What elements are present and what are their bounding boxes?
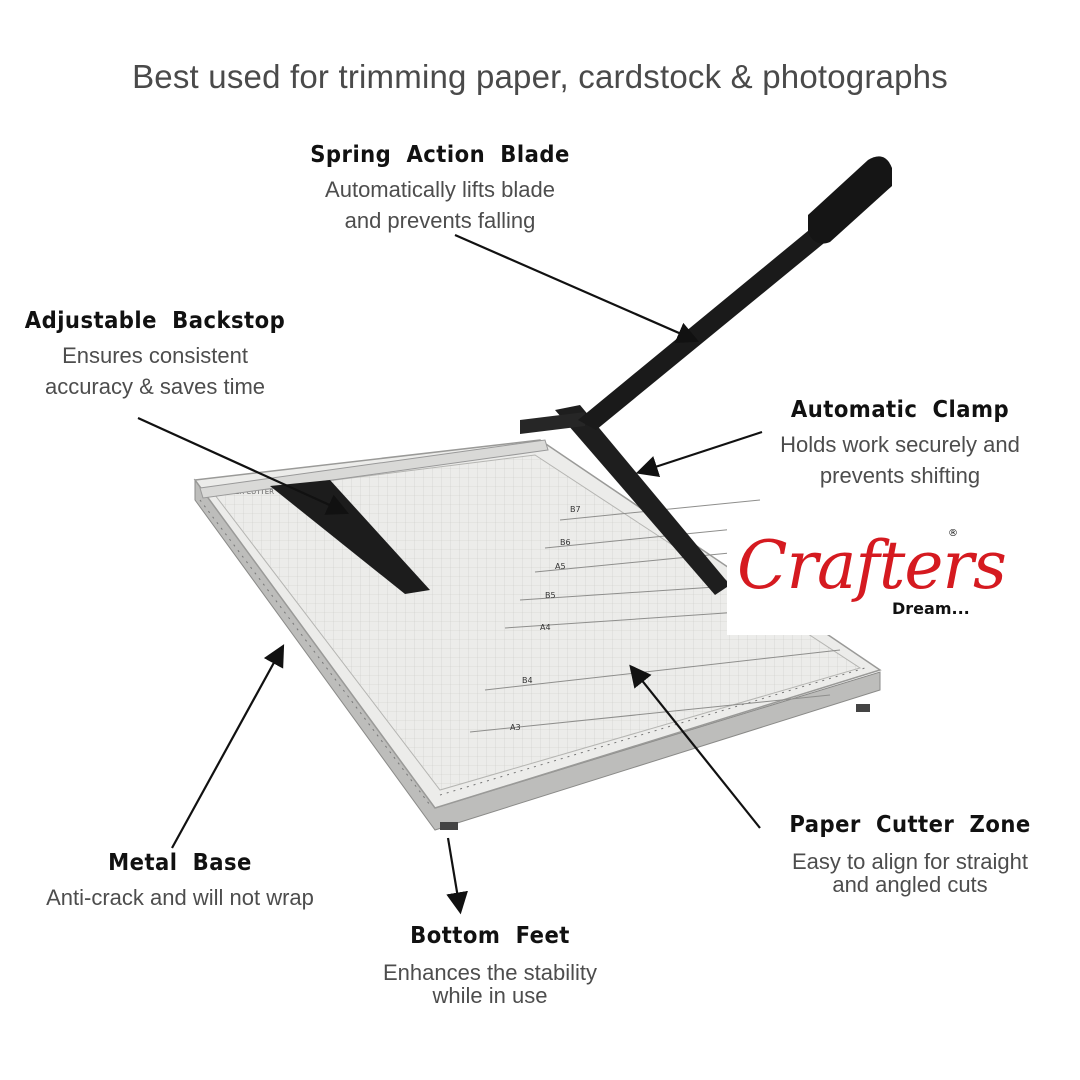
- back-rail: [199, 439, 549, 499]
- callout-paper-cutter-zone: Paper Cutter Zone Easy to align for stra…: [755, 812, 1065, 896]
- headline: Best used for trimming paper, cardstock …: [132, 58, 948, 95]
- desc-line: Automatically lifts blade: [325, 177, 555, 202]
- callout-title: Adjustable Backstop: [24, 308, 286, 334]
- size-label-a3: A3: [510, 723, 521, 732]
- callout-adjustable-backstop: Adjustable Backstop Ensures consistent a…: [10, 308, 300, 402]
- callout-desc: Holds work securely and prevents shiftin…: [745, 429, 1055, 491]
- callout-desc: Automatically lifts blade and prevents f…: [290, 174, 590, 236]
- blade-bar: [555, 405, 730, 595]
- size-label-b7: B7: [570, 505, 581, 514]
- desc-line: while in use: [432, 983, 548, 1008]
- callout-desc: Anti-crack and will not wrap: [10, 882, 350, 913]
- arrow-spring-blade: [454, 233, 700, 344]
- arrow-metal-base: [171, 644, 285, 849]
- callout-title: Bottom Feet: [410, 923, 570, 949]
- callout-title: Automatic Clamp: [790, 397, 1010, 423]
- desc-line: Anti-crack and will not wrap: [46, 885, 314, 910]
- registered-mark: ®: [948, 528, 958, 539]
- backstop: [270, 480, 430, 594]
- desc-line: accuracy & saves time: [44, 374, 266, 399]
- blade-handle-grip: [808, 156, 892, 244]
- desc-line: and angled cuts: [832, 872, 988, 897]
- blade-handle-arm: [578, 198, 862, 430]
- desc-line: Enhances the stability: [382, 960, 598, 985]
- desc-line: Holds work securely and: [780, 432, 1020, 457]
- size-label-b5: B5: [545, 591, 556, 600]
- callout-automatic-clamp: Automatic Clamp Holds work securely and …: [745, 397, 1055, 491]
- size-label-b4: B4: [522, 676, 533, 685]
- arrow-clamp: [635, 430, 763, 477]
- arrow-backstop: [137, 416, 350, 515]
- desc-line: Ensures consistent: [62, 343, 248, 368]
- callout-title: Metal Base: [108, 850, 252, 876]
- logo-wordmark: Crafters: [737, 527, 1007, 604]
- arrow-cutter-zone: [629, 664, 761, 829]
- size-label-b6: B6: [560, 538, 571, 547]
- callout-title: Spring Action Blade: [310, 142, 570, 168]
- callout-metal-base: Metal Base Anti-crack and will not wrap: [10, 850, 350, 913]
- desc-line: and prevents falling: [344, 208, 536, 233]
- callout-desc: Enhances the stability while in use: [350, 961, 630, 1007]
- size-label-a4: A4: [540, 623, 551, 632]
- callout-desc: Easy to align for straight and angled cu…: [755, 850, 1065, 896]
- desc-line: prevents shifting: [819, 463, 981, 488]
- crafters-dream-logo: Crafters Dream... ®: [727, 525, 1007, 635]
- size-label-a5: A5: [555, 562, 566, 571]
- desc-line: Easy to align for straight: [791, 849, 1028, 874]
- bottom-foot: [440, 822, 458, 830]
- logo-subtext: Dream...: [892, 599, 970, 618]
- callout-desc: Ensures consistent accuracy & saves time: [10, 340, 300, 402]
- callout-bottom-feet: Bottom Feet Enhances the stability while…: [350, 923, 630, 1007]
- callout-title: Paper Cutter Zone: [789, 812, 1031, 838]
- callout-spring-action-blade: Spring Action Blade Automatically lifts …: [290, 142, 590, 236]
- arrow-bottom-feet: [446, 837, 468, 915]
